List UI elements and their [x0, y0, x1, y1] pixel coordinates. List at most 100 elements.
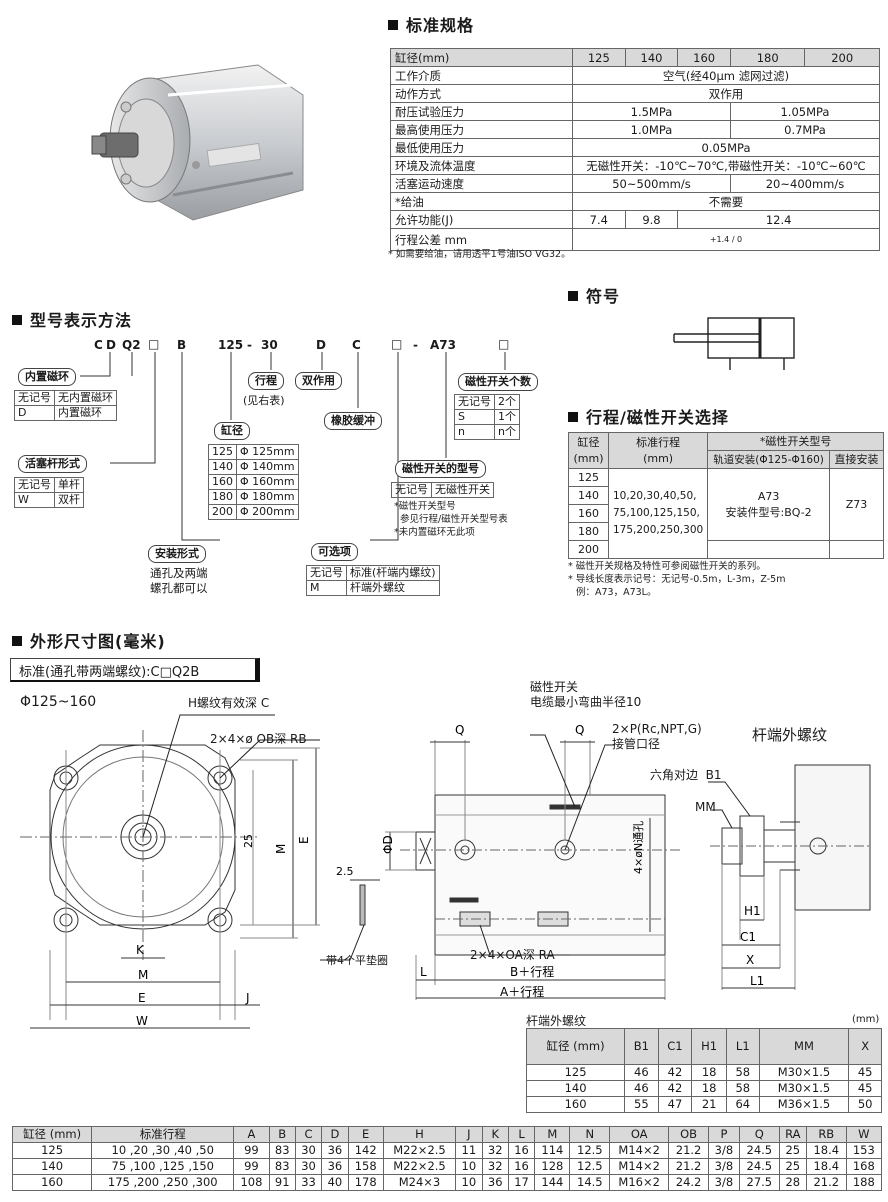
drawing-tab[interactable]: 标准(通孔带两端螺纹):C□Q2B [10, 658, 260, 682]
dim-cell: 24.5 [738, 1142, 780, 1159]
dim-cell: 18.4 [805, 1142, 847, 1159]
rod-cell: 64 [725, 1096, 760, 1113]
square-bullet-icon [388, 20, 398, 30]
dim-cell: 99 [233, 1158, 270, 1175]
dim-e: E [138, 991, 146, 1005]
option-cell: Φ 160mm [236, 474, 299, 490]
dim-cell: 36 [321, 1158, 349, 1175]
cushion-label: 橡胶缓冲 [324, 412, 382, 430]
option-cell: 无内置磁环 [54, 390, 117, 406]
code-box-rod: □ [148, 337, 160, 351]
code-bore: 125 [218, 338, 244, 352]
option-cell: Φ 140mm [236, 459, 299, 475]
dim-header-cell: N [569, 1126, 611, 1143]
rod-header-cell: L1 [725, 1028, 760, 1065]
dim-cell: 30 [294, 1158, 323, 1175]
code-d: D [106, 338, 116, 352]
dim-phid: ΦD [381, 835, 395, 854]
dim-cell: 142 [347, 1142, 384, 1159]
dimensions-heading: 外形尺寸图(毫米) [12, 628, 166, 652]
option-cell: Φ 125mm [236, 444, 299, 460]
option-cell: 2个 [494, 394, 520, 410]
dim-header-cell: A [233, 1126, 270, 1143]
spec-value: 1.5MPa [572, 102, 731, 121]
option-cell: 无记号 [454, 394, 495, 410]
dim-cell: 178 [347, 1174, 384, 1191]
selection-direct: Z73 [829, 468, 884, 541]
selection-row: 180 [568, 522, 884, 541]
dim-cell: 21.2 [668, 1142, 709, 1159]
spec-header-cell: 140 [624, 48, 679, 67]
dim-cell: 11 [455, 1142, 483, 1159]
option-row: 无记号标准(杆端内螺纹) [306, 565, 440, 581]
square-bullet-icon [568, 412, 578, 422]
dim-cell: 27.5 [738, 1174, 780, 1191]
dim-header-cell: RB [805, 1126, 847, 1143]
square-bullet-icon [12, 315, 22, 325]
rail-line: A73 [757, 489, 780, 503]
dim-x: X [746, 953, 754, 967]
option-cell: 无磁性开关 [431, 482, 494, 498]
rod-header-cell: MM [758, 1028, 850, 1065]
spec-value: 0.05MPa [572, 138, 880, 157]
rod-header-cell: H1 [691, 1028, 727, 1065]
switch-model-label: 磁性开关的型号 [395, 460, 486, 478]
model-heading: 型号表示方法 [12, 307, 132, 331]
rod-header-cell: B1 [624, 1028, 659, 1065]
dim-cell: 21.2 [668, 1158, 709, 1175]
spec-header-cell: 125 [572, 48, 626, 67]
dim-q-left: Q [455, 723, 464, 737]
selection-bore: 200 [568, 540, 609, 559]
dim-w: W [136, 1014, 148, 1028]
dim-cell: 30 [294, 1142, 323, 1159]
magnet-ring-label: 内置磁环 [18, 368, 76, 386]
dim-e-vertical: E [297, 836, 311, 844]
dim-header-cell: L [507, 1126, 536, 1143]
dim-header-cell: P [707, 1126, 740, 1143]
dim-a-stroke: A＋行程 [500, 984, 544, 999]
spec-value: 0.7MPa [729, 120, 881, 139]
dim-c1: C1 [740, 930, 756, 944]
option-cell: M [306, 580, 347, 596]
option-cell: W [14, 492, 55, 508]
dim-cell: 3/8 [707, 1174, 740, 1191]
option-cell: 1个 [494, 409, 520, 425]
rod-cell: 160 [525, 1096, 626, 1113]
rod-cell: 42 [657, 1080, 693, 1097]
dim-cell: M14×2 [609, 1158, 670, 1175]
dim-cell: 3/8 [707, 1142, 740, 1159]
front-view-drawing: 25 M E K M E W J [20, 714, 320, 1029]
dim-cell: 125 [11, 1142, 93, 1159]
dim-2-5: 2.5 [336, 865, 354, 878]
spec-header-cell: 160 [677, 48, 731, 67]
rail-line: 安装件型号:BQ-2 [725, 505, 812, 519]
selection-heading: 行程/磁性开关选择 [568, 404, 729, 428]
dim-header-cell: E [347, 1126, 384, 1143]
dim-cell: 153 [845, 1142, 883, 1159]
code-q2: Q2 [122, 338, 141, 352]
spec-header-cell: 缸径(mm) [390, 48, 573, 67]
ob-hole-label: 2×4×ø OB深 RB [210, 732, 307, 746]
option-cell: n个 [494, 424, 520, 440]
dim-cell: 32 [481, 1142, 509, 1159]
spec-value: +1.4 / 0 [572, 228, 880, 251]
stroke-sub: (见右表) [243, 394, 285, 407]
dim-cell: 83 [268, 1142, 296, 1159]
dim-25: 25 [242, 834, 255, 848]
dim-cell: 33 [294, 1174, 323, 1191]
option-cell: 140 [208, 459, 237, 475]
